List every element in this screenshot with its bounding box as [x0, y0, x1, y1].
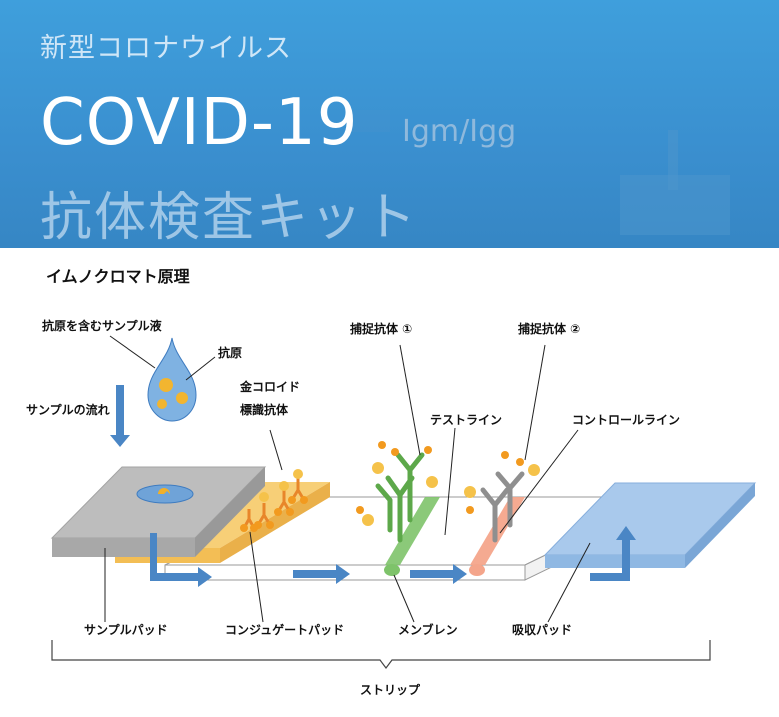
label-strip: ストリップ [360, 682, 421, 697]
sample-droplet [147, 337, 197, 422]
gold-particles [240, 469, 308, 532]
capture-antibody-2 [480, 471, 525, 543]
banner-decoration [668, 130, 678, 190]
label-sample-liquid: 抗原を含むサンプル液 [42, 318, 162, 333]
label-labeled-antibody: 標識抗体 [240, 402, 289, 417]
test-line-end [384, 564, 400, 576]
label-sample-flow: サンプルの流れ [26, 402, 110, 417]
flow-arrow-turn [150, 533, 212, 587]
banner-kit-title: 抗体検査キット [40, 188, 419, 248]
label-membrane: メンブレン [398, 622, 458, 637]
flow-arrow-membrane-1 [293, 564, 350, 584]
label-absorbent-pad: 吸収パッド [512, 623, 572, 637]
header-banner: 新型コロナウイルス COVID-19 Igm/Igg 抗体検査キット [0, 0, 779, 248]
banner-tag: Igm/Igg [402, 114, 517, 149]
label-gold-colloid: 金コロイド [239, 379, 300, 394]
flow-arrows [110, 385, 636, 587]
label-test-line: テストライン [430, 413, 502, 427]
label-control-line: コントロールライン [572, 413, 680, 427]
label-sample-pad: サンプルパッド [84, 622, 168, 637]
leader-lines [104, 335, 591, 623]
capture-antibody-1-labels [356, 441, 438, 526]
flow-arrow-down [116, 385, 124, 437]
section-title: イムノクロマト原理 [46, 267, 190, 286]
flow-arrow-membrane-2 [410, 564, 467, 584]
label-antigen: 抗原 [218, 345, 242, 360]
absorbent-pad [543, 482, 757, 568]
capture-antibody-1 [375, 452, 425, 543]
banner-title: COVID-19 [40, 86, 359, 160]
flow-arrow-up [590, 526, 636, 581]
capture-antibody-2-labels [464, 451, 540, 514]
strip-bracket [51, 640, 711, 669]
banner-decoration [350, 110, 390, 132]
flow-arrow-down-head [110, 435, 130, 447]
immunochromatography-diagram: 抗原を含むサンプル液 抗原 サンプルの流れ 金コロイド 標識抗体 捕捉抗体 ① … [26, 318, 757, 697]
label-capture-antibody-2: 捕捉抗体 ② [518, 321, 580, 336]
label-conjugate-pad: コンジュゲートパッド [225, 622, 344, 637]
test-line [385, 497, 440, 565]
control-line-end [469, 564, 485, 576]
label-capture-antibody-1: 捕捉抗体 ① [350, 321, 412, 336]
banner-subtitle: 新型コロナウイルス [40, 33, 292, 64]
sample-pad [50, 466, 267, 557]
